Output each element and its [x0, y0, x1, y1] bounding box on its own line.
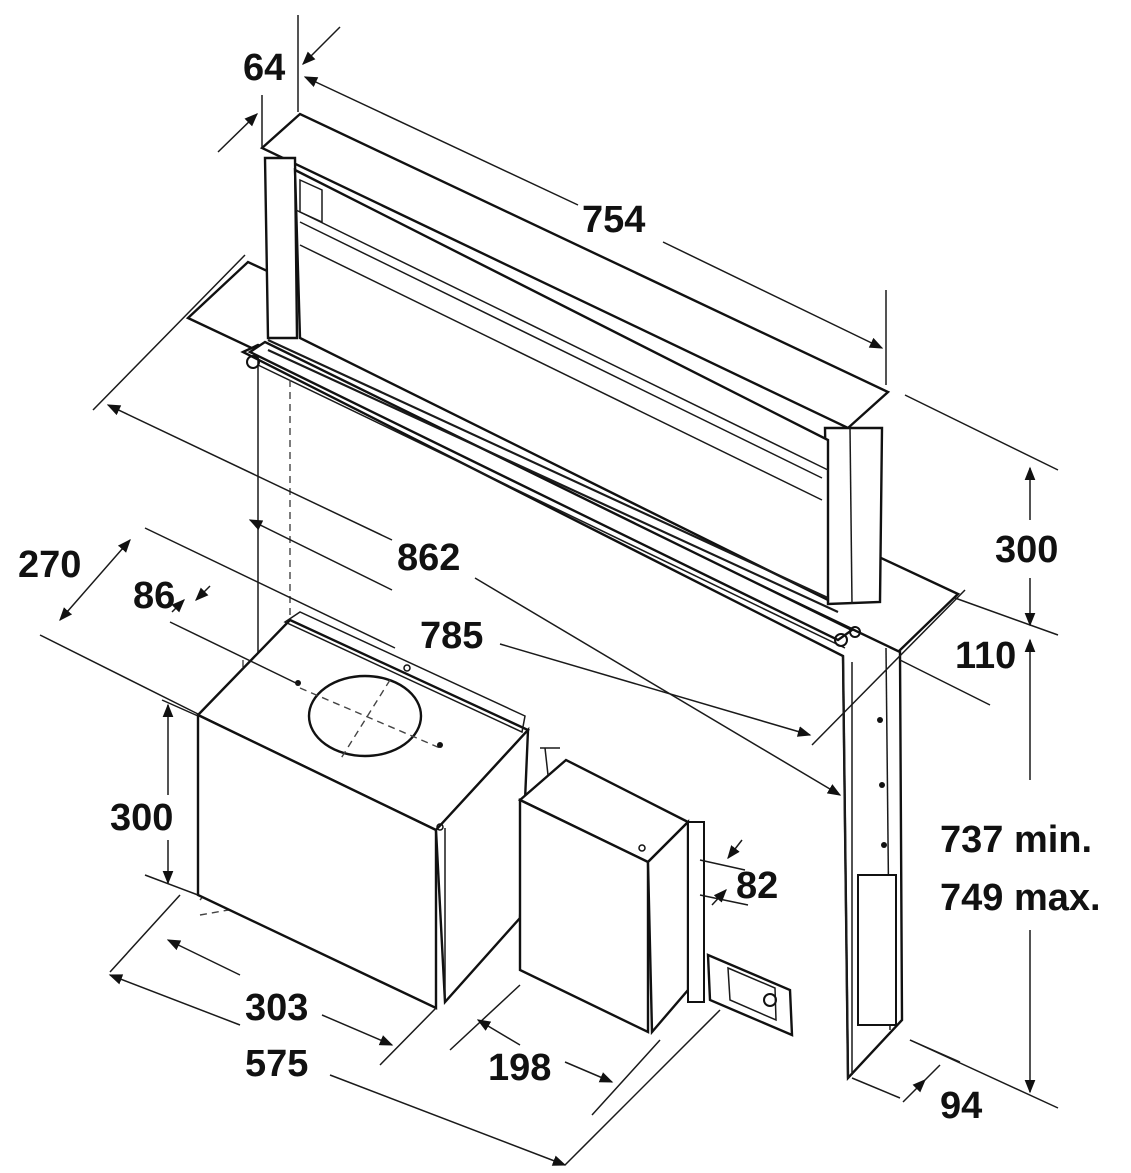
dim-82: 82 — [736, 865, 778, 907]
dim-303: 303 — [245, 987, 308, 1029]
dim-270: 270 — [18, 544, 81, 586]
dim-749-max: 749 max. — [940, 877, 1101, 919]
dim-64: 64 — [243, 47, 285, 89]
dim-86: 86 — [133, 575, 175, 617]
dim-198: 198 — [488, 1047, 551, 1089]
chimney — [259, 112, 891, 613]
connector-plate — [706, 953, 794, 1037]
dim-754: 754 — [582, 199, 645, 241]
dimension-labels: 64 754 862 785 270 86 300 110 737 min. 7… — [18, 47, 1101, 1127]
control-box — [517, 747, 705, 1036]
dim-300-chimney: 300 — [995, 529, 1058, 571]
dim-94: 94 — [940, 1085, 982, 1127]
hood-body — [240, 340, 904, 1082]
dim-575: 575 — [245, 1043, 308, 1085]
dim-110: 110 — [955, 635, 1016, 677]
dim-785: 785 — [420, 615, 483, 657]
dim-737-min: 737 min. — [940, 819, 1092, 861]
dimension-lines — [39, 15, 1059, 1166]
dim-300-motor: 300 — [110, 797, 173, 839]
motor-box — [195, 611, 530, 1010]
dim-862: 862 — [397, 537, 460, 579]
